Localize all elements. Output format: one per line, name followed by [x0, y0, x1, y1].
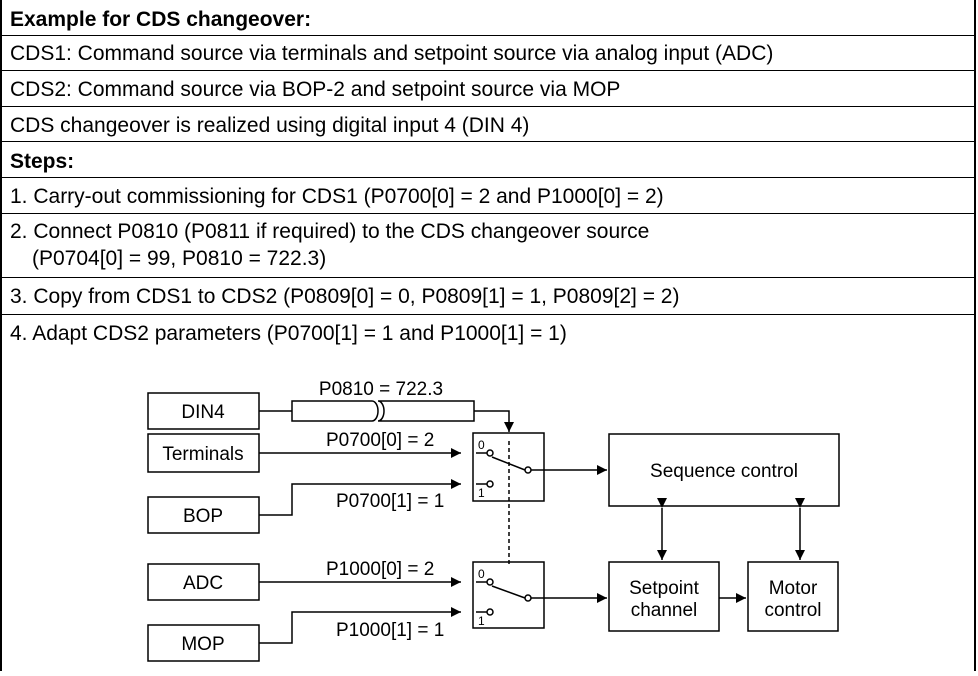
description-text-1: CDS1: Command source via terminals and s… — [10, 42, 774, 65]
switch1-contact-1-dot — [486, 480, 494, 488]
switch1-pos0-label: 0 — [478, 438, 485, 452]
motor-control-label-1: Motor — [769, 578, 818, 599]
switch1-pivot — [524, 466, 532, 474]
switch2-pos1-label: 1 — [478, 614, 485, 628]
diagram-svg: DIN4 Terminals BOP ADC MOP P0810 = 722.3… — [147, 379, 840, 662]
description-line-1: CDS1: Command source via terminals and s… — [2, 36, 976, 71]
step-4-text: 4. Adapt CDS2 parameters (P0700[1] = 1 a… — [10, 322, 567, 345]
sequence-control-label: Sequence control — [650, 461, 798, 482]
setpoint-channel-block — [608, 561, 720, 632]
sequence-control-block — [608, 433, 840, 507]
setpoint-channel-label-1: Setpoint — [629, 578, 699, 599]
switch2-contact-1-dot — [486, 608, 494, 616]
description-text-3: CDS changeover is realized using digital… — [10, 114, 530, 137]
p1000-0-label: P1000[0] = 2 — [326, 559, 434, 580]
description-line-3: CDS changeover is realized using digital… — [2, 107, 976, 142]
motor-control-block — [747, 561, 839, 632]
example-title-text: Example for CDS changeover: — [10, 8, 312, 31]
terminals-label: Terminals — [162, 444, 243, 465]
p0700-1-label: P0700[1] = 1 — [336, 491, 444, 512]
din4-to-switch-line — [474, 410, 514, 432]
bop-label: BOP — [183, 506, 223, 527]
step-2: 2. Connect P0810 (P0811 if required) to … — [2, 214, 976, 278]
bop-line — [259, 479, 461, 516]
description-text-2: CDS2: Command source via BOP-2 and setpo… — [10, 78, 621, 101]
bico-connector-left — [291, 400, 379, 422]
step-1: 1. Carry-out commissioning for CDS1 (P07… — [2, 178, 976, 214]
steps-heading: Steps: — [2, 142, 976, 178]
cds-changeover-diagram: DIN4 Terminals BOP ADC MOP P0810 = 722.3… — [2, 353, 974, 671]
step-4: 4. Adapt CDS2 parameters (P0700[1] = 1 a… — [2, 315, 976, 352]
adc-label: ADC — [183, 573, 223, 594]
p1000-1-label: P1000[1] = 1 — [336, 620, 444, 641]
steps-heading-text: Steps: — [10, 150, 75, 173]
switch2-pivot — [524, 594, 532, 602]
p0700-0-label: P0700[0] = 2 — [326, 430, 434, 451]
din4-label: DIN4 — [181, 402, 225, 423]
switch1-contact-0-dot — [486, 449, 494, 457]
step-2-text: 2. Connect P0810 (P0811 if required) to … — [10, 220, 650, 243]
bico-connector-right — [377, 400, 475, 422]
mop-label: MOP — [181, 634, 224, 655]
motor-control-label-2: control — [764, 600, 821, 621]
step-3: 3. Copy from CDS1 to CDS2 (P0809[0] = 0,… — [2, 278, 976, 315]
mop-line — [259, 607, 461, 644]
step-1-text: 1. Carry-out commissioning for CDS1 (P07… — [10, 185, 664, 208]
switch2-lever — [491, 585, 526, 599]
description-line-2: CDS2: Command source via BOP-2 and setpo… — [2, 71, 976, 107]
p0810-label: P0810 = 722.3 — [319, 379, 443, 400]
step-3-text: 3. Copy from CDS1 to CDS2 (P0809[0] = 0,… — [10, 285, 680, 308]
step-2-text-continued: (P0704[0] = 99, P0810 = 722.3) — [32, 247, 327, 270]
switch1-lever — [491, 456, 526, 471]
switch1-pos1-label: 1 — [478, 486, 485, 500]
switch2-pos0-label: 0 — [478, 567, 485, 581]
switch2-contact-0-dot — [486, 578, 494, 586]
example-title: Example for CDS changeover: — [2, 0, 976, 36]
setpoint-channel-label-2: channel — [631, 600, 698, 621]
